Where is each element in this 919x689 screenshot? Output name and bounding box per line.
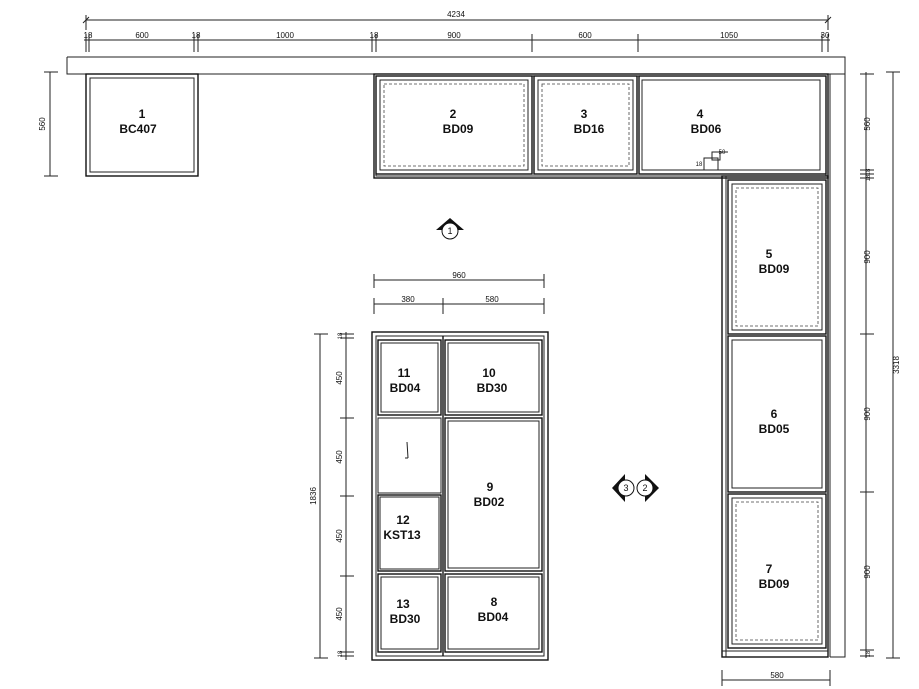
dim-right-2: 18 <box>866 174 872 181</box>
cabinet-2-number: 2 <box>450 107 457 121</box>
dim-seg-3: 1000 <box>276 31 294 40</box>
right-dimension-segments: 560 18 18 900 900 900 18 <box>860 72 874 658</box>
top-dimension-segments: 18 600 18 1000 18 900 600 1050 30 <box>84 31 830 52</box>
cabinet-4-number: 4 <box>697 107 704 121</box>
dim-island-row-2: 450 <box>335 450 344 464</box>
dim-right-6: 18 <box>866 650 872 657</box>
dim-island-row-4: 450 <box>335 607 344 621</box>
cabinet-8-code: BD04 <box>478 610 509 624</box>
view-marker-2: 2 <box>636 474 659 502</box>
dim-seg-0: 18 <box>84 31 93 40</box>
dim-island-row-5: 18 <box>338 650 344 657</box>
cabinet-11-code: BD04 <box>390 381 421 395</box>
cabinet-4[interactable]: 4 BD06 50 18 <box>638 75 827 175</box>
dim-seg-5: 900 <box>447 31 461 40</box>
cabinet-3-number: 3 <box>581 107 588 121</box>
right-run-frame <box>721 175 829 658</box>
cabinet-12[interactable]: 12 KST13 <box>377 494 442 572</box>
dim-right-4: 900 <box>863 407 872 421</box>
dim-island-row-0: 18 <box>338 332 344 339</box>
svg-text:2: 2 <box>642 483 647 493</box>
dim-right-0: 560 <box>863 117 872 131</box>
dim-seg-8: 30 <box>821 31 830 40</box>
cabinet-5-number: 5 <box>766 247 773 261</box>
dim-island-row-1: 450 <box>335 371 344 385</box>
cabinet-13-code: BD30 <box>390 612 421 626</box>
cabinet-2-code: BD09 <box>443 122 474 136</box>
dim-right-1: 18 <box>866 168 872 175</box>
cabinet-11[interactable]: 11 BD04 <box>377 339 442 416</box>
cabinet-10-number: 10 <box>482 366 496 380</box>
cabinet-11-number: 11 <box>398 366 411 380</box>
cabinet-13[interactable]: 13 BD30 <box>377 573 442 653</box>
right-dimension-total: 3318 <box>886 71 901 659</box>
view-marker-1: 1 <box>436 218 464 240</box>
cabinet-9-code: BD02 <box>474 495 505 509</box>
cabinet-6-number: 6 <box>771 407 778 421</box>
left-dimension: 560 <box>38 71 58 177</box>
dim-seg-2: 18 <box>192 31 201 40</box>
cabinet-12-number: 12 <box>396 513 410 527</box>
svg-text:1: 1 <box>447 226 452 236</box>
dim-seg-1: 600 <box>135 31 149 40</box>
svg-text:3: 3 <box>623 483 628 493</box>
cabinet-8[interactable]: 8 BD04 <box>444 573 543 653</box>
dim-island-height: 1836 <box>309 487 318 505</box>
dim-seg-7: 1050 <box>720 31 738 40</box>
cabinet-13-number: 13 <box>396 597 410 611</box>
cabinet-5-code: BD09 <box>759 262 790 276</box>
cabinet-8-number: 8 <box>491 595 498 609</box>
dim-gap-18: 18 <box>696 162 703 168</box>
cabinet-1[interactable]: 1 BC407 <box>85 73 199 177</box>
cabinet-2[interactable]: 2 BD09 <box>375 75 533 175</box>
cabinet-6-code: BD05 <box>759 422 790 436</box>
dim-island-col-1: 380 <box>401 295 415 304</box>
island-frame <box>371 331 549 661</box>
island-dimension-height: 1836 18 450 450 450 450 18 <box>309 332 354 660</box>
cabinet-12-code: KST13 <box>383 528 421 542</box>
dim-island-col-2: 580 <box>485 295 499 304</box>
island-open-shelf <box>377 417 442 494</box>
view-marker-3: 3 <box>612 474 635 502</box>
cabinet-10[interactable]: 10 BD30 <box>444 339 543 416</box>
bottom-right-dimension: 580 <box>721 670 831 686</box>
cabinet-3[interactable]: 3 BD16 <box>533 75 638 175</box>
cabinet-7[interactable]: 7 BD09 <box>727 493 827 649</box>
dim-island-total: 960 <box>452 271 466 280</box>
dim-top-total: 4234 <box>447 10 465 19</box>
cabinet-4-code: BD06 <box>691 122 722 136</box>
cabinet-9[interactable]: 9 BD02 <box>444 417 543 572</box>
cabinet-7-number: 7 <box>766 562 773 576</box>
cabinet-9-number: 9 <box>487 480 494 494</box>
dim-seg-6: 600 <box>578 31 592 40</box>
cabinet-1-code: BC407 <box>119 122 157 136</box>
dim-gap-50: 50 <box>719 150 726 156</box>
dim-left-depth: 560 <box>38 117 47 131</box>
cabinet-10-code: BD30 <box>477 381 508 395</box>
island-dimension-width: 960 380 580 <box>373 271 545 314</box>
dim-right-total: 3318 <box>892 356 901 374</box>
dim-island-row-3: 450 <box>335 529 344 543</box>
cabinet-3-code: BD16 <box>574 122 605 136</box>
dim-bottom-right: 580 <box>770 671 784 680</box>
cabinet-6[interactable]: 6 BD05 <box>727 335 827 493</box>
dim-right-5: 900 <box>863 565 872 579</box>
cabinet-1-number: 1 <box>139 107 146 121</box>
dim-seg-4: 18 <box>370 31 379 40</box>
cabinet-5[interactable]: 5 BD09 <box>727 179 827 335</box>
top-dimension-total: 4234 <box>82 10 832 30</box>
dim-right-3: 900 <box>863 250 872 264</box>
cabinet-7-code: BD09 <box>759 577 790 591</box>
